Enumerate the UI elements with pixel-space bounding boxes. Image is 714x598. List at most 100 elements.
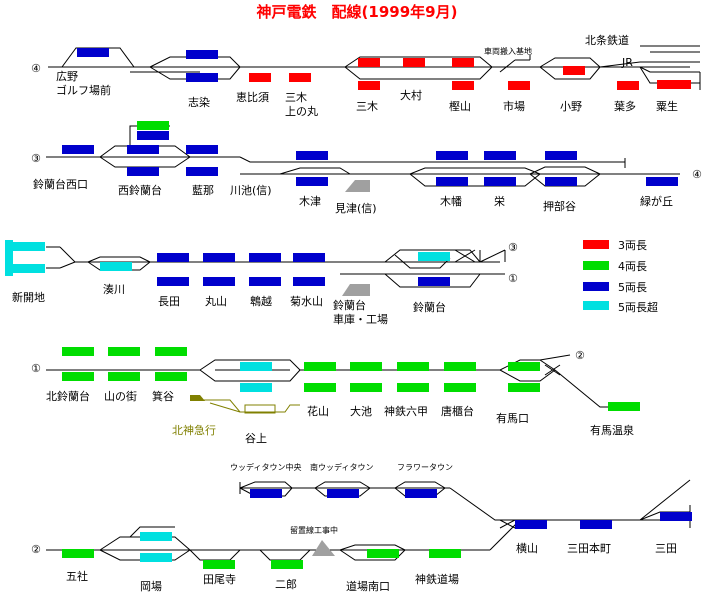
station-label: 北鈴蘭台 <box>46 389 90 403</box>
station-label: 田尾寺 <box>203 573 236 586</box>
car-4 <box>608 402 640 411</box>
top-label: 南ウッディタウン <box>310 462 373 472</box>
legend-label: 5両長超 <box>618 300 658 314</box>
row3-trains <box>13 242 450 286</box>
station-label: 藍那 <box>192 184 214 197</box>
row4-marker-left: ① <box>31 362 41 375</box>
row2-marker-left: ③ <box>31 152 41 165</box>
car-4 <box>367 549 399 558</box>
station-label: 神鉄六甲 <box>384 404 428 418</box>
car-3 <box>403 58 425 67</box>
car-4 <box>350 362 382 371</box>
car-4 <box>397 362 429 371</box>
row3-marker-top: ③ <box>508 241 518 254</box>
station-label: 西鈴蘭台 <box>118 183 162 197</box>
legend-swatch <box>583 240 609 249</box>
station-label: 恵比須 <box>236 90 269 104</box>
row4-stations: 北鈴蘭台 山の街 箕谷 谷上 花山 大池 神鉄六甲 唐櫃台 有馬口 有馬温泉 <box>46 389 634 445</box>
depot-shed <box>342 284 370 296</box>
car-5plus <box>140 532 172 541</box>
diagram-title: 神戸電鉄 配線(1999年9月) <box>257 3 458 21</box>
top-label: フラワータウン <box>397 463 453 472</box>
station-label: 広野ゴルフ場前 <box>56 70 111 97</box>
car-4 <box>429 549 461 558</box>
station-label: 押部谷 <box>543 199 576 213</box>
legend-label: 3両長 <box>618 239 647 252</box>
car-5 <box>157 253 189 262</box>
legend-swatch <box>583 261 609 270</box>
car-4 <box>508 383 540 392</box>
kita-kyuko-line <box>200 399 300 414</box>
depot-label: 車両搬入基地 <box>484 46 532 56</box>
car-3 <box>563 66 585 75</box>
car-5 <box>157 277 189 286</box>
car-4 <box>271 560 303 569</box>
car-5 <box>250 489 282 498</box>
car-5 <box>405 489 437 498</box>
construction-label: 留置線工事中 <box>290 525 338 535</box>
car-4 <box>108 372 140 381</box>
station-label: 三田 <box>655 542 677 555</box>
station-label: 樫山 <box>449 99 471 113</box>
car-3 <box>452 81 474 90</box>
station-label: 有馬口 <box>496 411 529 425</box>
legend-swatch <box>583 301 609 310</box>
car-5 <box>296 151 328 160</box>
car-5 <box>436 151 468 160</box>
car-4 <box>444 383 476 392</box>
station-label: 横山 <box>516 541 538 555</box>
station-label: 菊水山 <box>290 295 323 308</box>
car-5 <box>545 177 577 186</box>
car-4 <box>508 362 540 371</box>
car-4 <box>444 362 476 371</box>
car-5 <box>545 151 577 160</box>
station-label: 見津(信) <box>335 202 377 215</box>
car-5 <box>515 520 547 529</box>
row5-marker: ② <box>31 543 41 556</box>
kitajo-label: 北条鉄道 <box>585 33 629 47</box>
station-label: 木幡 <box>440 194 462 208</box>
car-5plus <box>140 553 172 562</box>
row4-marker-right: ② <box>575 349 585 362</box>
station-label: 鈴蘭台 <box>413 300 446 314</box>
station-label: 丸山 <box>205 295 227 308</box>
car-3 <box>508 81 530 90</box>
car-4 <box>397 383 429 392</box>
car-5plus <box>240 383 272 392</box>
car-5 <box>186 73 218 82</box>
row2-marker-right: ④ <box>692 168 702 181</box>
car-4 <box>137 121 169 130</box>
station-label: 大村 <box>400 88 422 102</box>
car-5 <box>296 177 328 186</box>
car-5 <box>203 277 235 286</box>
station-label: 新開地 <box>12 290 45 304</box>
car-5plus <box>13 242 45 251</box>
car-5 <box>484 177 516 186</box>
car-5 <box>186 145 218 154</box>
car-5 <box>580 520 612 529</box>
car-4 <box>304 362 336 371</box>
station-label: 花山 <box>307 405 329 418</box>
station-label: 岡場 <box>140 580 162 593</box>
car-5 <box>203 253 235 262</box>
car-4 <box>155 372 187 381</box>
car-5 <box>293 253 325 262</box>
station-label: 木津 <box>299 195 321 208</box>
kita-kyuko-portal <box>190 395 205 401</box>
row2-trains <box>62 145 678 186</box>
station-label: 鵯越 <box>250 294 272 308</box>
station-label: 谷上 <box>245 432 267 445</box>
station-label: 葉多 <box>614 99 636 113</box>
row3-stations: 新開地 湊川 長田 丸山 鵯越 菊水山 鈴蘭台車庫・工場 鈴蘭台 <box>12 282 446 326</box>
row-5 <box>46 479 691 561</box>
car-3 <box>249 73 271 82</box>
station-label: 栄 <box>494 194 505 208</box>
station-label: 五社 <box>66 569 88 583</box>
car-3 <box>358 81 380 90</box>
station-label: 大池 <box>350 404 372 418</box>
car-5 <box>249 277 281 286</box>
car-5 <box>249 253 281 262</box>
car-5plus <box>100 262 132 271</box>
station-label: 三木上の丸 <box>285 91 318 118</box>
